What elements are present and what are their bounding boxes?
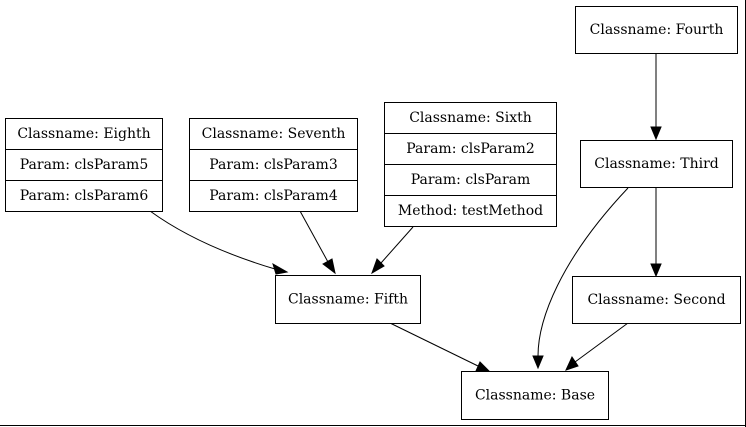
node-base-title: Classname: Base xyxy=(475,388,595,404)
node-second: Classname: Second xyxy=(572,276,741,324)
node-fourth-title: Classname: Fourth xyxy=(590,22,724,38)
node-third: Classname: Third xyxy=(580,140,733,188)
node-sixth: Classname: Sixth Param: clsParam2 Param:… xyxy=(384,102,557,227)
node-eighth-title: Classname: Eighth xyxy=(17,126,150,142)
node-base: Classname: Base xyxy=(461,371,609,420)
node-fourth-box xyxy=(575,6,738,54)
edges xyxy=(149,54,662,373)
node-eighth-box xyxy=(5,118,163,212)
edge-fourth-to-third xyxy=(650,54,662,141)
edge-fifth-to-base xyxy=(389,322,492,373)
node-seventh: Classname: Seventh Param: clsParam3 Para… xyxy=(189,118,358,212)
node-fifth: Classname: Fifth xyxy=(275,275,421,324)
edge-seventh-to-fifth xyxy=(299,210,336,275)
edge-third-to-second xyxy=(650,188,662,278)
node-sixth-param-1: Param: clsParam2 xyxy=(406,141,534,157)
node-seventh-param-2: Param: clsParam4 xyxy=(209,188,338,204)
node-second-title: Classname: Second xyxy=(587,292,725,308)
node-third-box xyxy=(580,140,733,188)
edge-eighth-to-fifth xyxy=(149,210,289,275)
node-base-box xyxy=(461,371,609,420)
node-fifth-box xyxy=(275,275,421,324)
node-seventh-box xyxy=(189,118,358,212)
node-fourth: Classname: Fourth xyxy=(575,6,738,54)
edge-third-to-base xyxy=(532,187,629,370)
edge-second-to-base xyxy=(565,322,629,371)
node-eighth-param-2: Param: clsParam6 xyxy=(20,188,149,204)
node-third-title: Classname: Third xyxy=(594,156,719,172)
node-sixth-method-1: Method: testMethod xyxy=(398,203,543,219)
node-sixth-title: Classname: Sixth xyxy=(409,110,532,126)
node-seventh-title: Classname: Seventh xyxy=(202,126,346,142)
edge-sixth-to-fifth xyxy=(371,226,414,275)
node-sixth-param-2: Param: clsParam xyxy=(411,172,531,188)
node-seventh-param-1: Param: clsParam3 xyxy=(209,157,337,173)
node-eighth-param-1: Param: clsParam5 xyxy=(20,157,148,173)
node-fifth-title: Classname: Fifth xyxy=(288,292,408,308)
node-eighth: Classname: Eighth Param: clsParam5 Param… xyxy=(5,118,163,212)
node-second-box xyxy=(572,276,741,324)
